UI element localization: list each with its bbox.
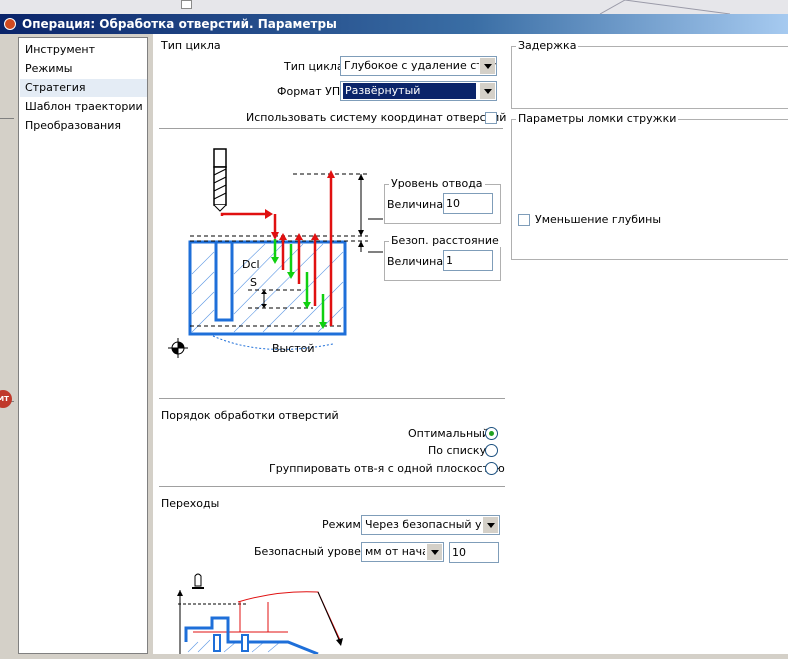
format-value: Развёрнутый <box>343 83 476 99</box>
background-left-strip: MT <box>0 34 18 654</box>
approach-path <box>220 209 279 240</box>
depth-reduction-checkbox[interactable] <box>518 214 530 226</box>
chevron-down-icon[interactable] <box>479 58 495 74</box>
safe-distance-title: Безоп. расстояние <box>389 234 501 247</box>
use-coords-checkbox[interactable] <box>485 112 497 124</box>
s-label: S <box>250 276 257 289</box>
chip-break-group: Параметры ломки стружки Уменьшение глуби… <box>511 112 788 260</box>
order-optimal-label: Оптимальный <box>408 427 489 440</box>
safe-level-mode-select[interactable]: мм от начал <box>361 542 444 562</box>
app-icon <box>4 18 16 30</box>
chevron-down-icon[interactable] <box>482 517 498 533</box>
transitions-section-title: Переходы <box>161 497 220 510</box>
retract-moves <box>281 176 333 326</box>
nav-item-toolpath-template[interactable]: Шаблон траектории <box>25 100 143 113</box>
safe-value-label: Величина: <box>387 255 447 268</box>
order-group-radio[interactable] <box>485 462 498 475</box>
cycle-type-select[interactable]: Глубокое с удаление стру <box>340 56 497 76</box>
retract-value-label: Величина: <box>387 198 447 211</box>
safe-level-label: Безопасный уровень <box>254 545 375 558</box>
transitions-diagram <box>177 573 343 654</box>
format-label: Формат УП: <box>277 85 344 98</box>
drill-bit-icon <box>213 148 227 212</box>
settings-nav: Инструмент Режимы Стратегия Шаблон траек… <box>18 37 148 654</box>
order-section-title: Порядок обработки отверстий <box>161 409 339 422</box>
dwell-label: Выстой <box>272 342 315 355</box>
order-list-radio[interactable] <box>485 444 498 457</box>
background-window-lines <box>599 0 731 14</box>
chevron-down-icon[interactable] <box>479 83 495 99</box>
retract-level-group: Уровень отвода Величина: 10 <box>384 177 501 224</box>
background-window-strip <box>0 0 788 14</box>
depth-reduction-label: Уменьшение глубины <box>535 213 662 226</box>
feed-moves <box>273 239 325 324</box>
safe-level-value-input[interactable]: 10 <box>449 542 499 563</box>
order-list-label: По списку <box>428 444 487 457</box>
window-title: Операция: Обработка отверстий. Параметры <box>22 17 337 31</box>
separator <box>159 128 503 129</box>
cycle-type-label: Тип цикла: <box>284 60 348 73</box>
chevron-down-icon[interactable] <box>426 544 442 560</box>
chip-break-title: Параметры ломки стружки <box>516 112 679 125</box>
transition-mode-label: Режим: <box>322 518 365 531</box>
delay-group: Задержка <box>511 39 788 109</box>
stop-badge-icon: MT <box>0 390 12 408</box>
safe-level-mode-value: мм от начал <box>365 545 425 558</box>
delay-title: Задержка <box>516 39 579 52</box>
nav-item-transformations[interactable]: Преобразования <box>25 119 122 132</box>
separator <box>159 398 505 399</box>
origin-marker-icon <box>168 338 188 358</box>
use-coords-label: Использовать систему координат отверстий <box>246 111 507 124</box>
title-bar[interactable]: Операция: Обработка отверстий. Параметры <box>0 14 788 34</box>
separator <box>159 486 505 487</box>
drilling-cycle-diagram: Dcl S Выстой <box>168 148 383 358</box>
nav-item-modes[interactable]: Режимы <box>25 62 73 75</box>
format-select[interactable]: Развёрнутый <box>340 81 497 101</box>
safe-value-input[interactable]: 1 <box>443 250 493 271</box>
small-drill-icon <box>192 573 204 589</box>
strip-divider <box>0 118 14 119</box>
transition-mode-value: Через безопасный урог <box>365 518 481 531</box>
cycle-section-title: Тип цикла <box>161 39 221 52</box>
order-group-label: Группировать отв-я с одной плоскостью <box>269 462 505 475</box>
workpiece-part <box>188 240 347 350</box>
dcl-label: Dcl <box>242 258 260 271</box>
background-checkbox <box>181 0 192 9</box>
safe-distance-group: Безоп. расстояние Величина: 1 <box>384 234 501 281</box>
cycle-type-value: Глубокое с удаление стру <box>344 59 497 72</box>
order-optimal-radio[interactable] <box>485 427 498 440</box>
nav-item-tool[interactable]: Инструмент <box>25 43 96 56</box>
retract-value-input[interactable]: 10 <box>443 193 493 214</box>
transition-mode-select[interactable]: Через безопасный урог <box>361 515 500 535</box>
strategy-content: Тип цикла Тип цикла: Глубокое с удаление… <box>153 34 788 654</box>
retract-level-title: Уровень отвода <box>389 177 485 190</box>
nav-item-strategy[interactable]: Стратегия <box>20 79 147 97</box>
